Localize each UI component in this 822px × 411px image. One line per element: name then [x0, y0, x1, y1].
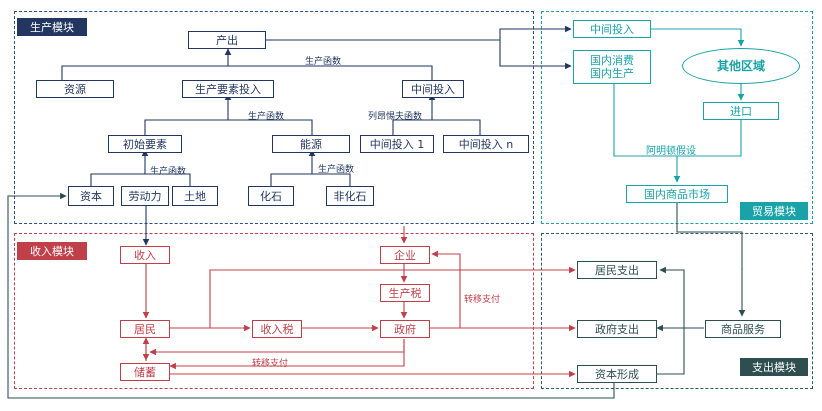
transfer-label-1: 转移支付	[464, 295, 501, 305]
expenditure-module-tag: 支出模块	[740, 358, 808, 376]
trade-module-tag: 贸易模块	[740, 202, 808, 220]
intermediate-input-node: 中间投入	[402, 80, 464, 98]
income-module-tag: 收入模块	[17, 242, 87, 260]
trade-intermediate-input-node: 中间投入	[573, 20, 651, 38]
resources-node: 资源	[36, 80, 114, 98]
output-node: 产出	[188, 31, 266, 49]
intermediate-n-node: 中间投入 n	[443, 135, 529, 153]
goods-services-node: 商品服务	[705, 320, 781, 338]
capital-node: 资本	[68, 186, 114, 206]
income-tax-node: 收入税	[252, 320, 302, 338]
energy-node: 能源	[272, 135, 350, 153]
domestic-production-text: 国内生产	[590, 67, 634, 80]
imports-node: 进口	[703, 102, 779, 120]
residents-node: 居民	[120, 320, 170, 338]
transfer-label-2: 转移支付	[252, 359, 289, 369]
prod-function-label-2: 生产函数	[248, 112, 285, 122]
prod-function-label-3: 生产函数	[150, 167, 187, 177]
other-regions-node: 其他区域	[682, 48, 800, 84]
primary-factors-node: 初始要素	[108, 135, 182, 153]
intermediate-1-node: 中间投入 1	[360, 135, 434, 153]
leontief-label: 列昂惕夫函数	[368, 112, 423, 122]
income-node: 收入	[120, 246, 170, 264]
government-node: 政府	[380, 320, 430, 338]
domestic-consumption-text: 国内消费	[590, 54, 634, 67]
domestic-consumption-production-node: 国内消费 国内生产	[573, 50, 651, 84]
income-module-region	[14, 233, 534, 389]
expenditure-module-region	[541, 233, 813, 389]
armington-label: 阿明顿假设	[646, 146, 696, 157]
government-expenditure-node: 政府支出	[577, 320, 657, 338]
capital-formation-node: 资本形成	[577, 365, 657, 383]
factor-input-node: 生产要素投入	[182, 80, 274, 98]
prod-function-label-1: 生产函数	[305, 57, 342, 67]
production-tax-node: 生产税	[380, 284, 430, 302]
enterprise-node: 企业	[380, 246, 430, 264]
domestic-market-node: 国内商品市场	[626, 185, 728, 203]
production-module-tag: 生产模块	[17, 18, 87, 36]
land-node: 土地	[172, 186, 218, 206]
savings-node: 储蓄	[120, 363, 170, 381]
production-module-region	[14, 11, 534, 224]
labor-node: 劳动力	[121, 186, 169, 206]
fossil-node: 化石	[248, 186, 294, 206]
resident-expenditure-node: 居民支出	[577, 261, 657, 279]
prod-function-label-4: 生产函数	[318, 165, 355, 175]
non-fossil-node: 非化石	[326, 186, 374, 206]
